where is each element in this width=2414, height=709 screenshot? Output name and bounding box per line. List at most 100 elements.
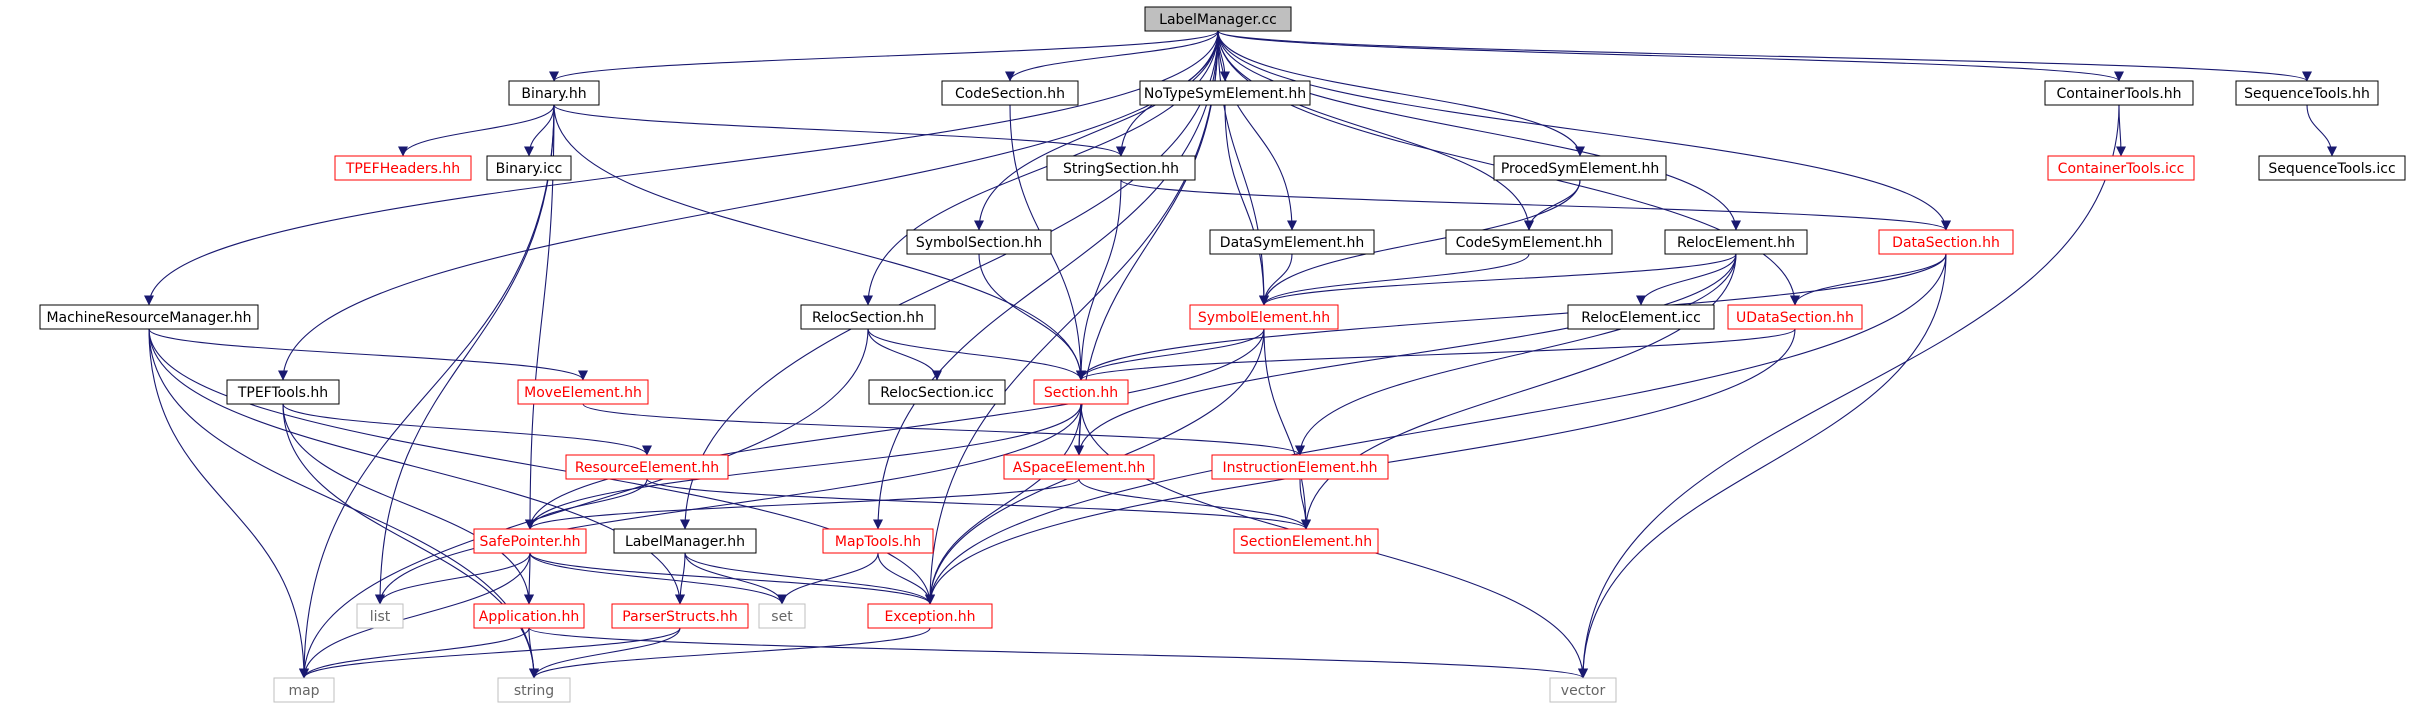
node-symbolelement_hh[interactable]: SymbolElement.hh (1189, 304, 1339, 330)
edge-binary_hh-to-section_hh (553, 104, 1086, 381)
node-label: MachineResourceManager.hh (46, 310, 251, 326)
edge-binary_hh-to-binary_icc (524, 104, 555, 157)
node-stringsection_hh[interactable]: StringSection.hh (1046, 155, 1196, 181)
node-label: RelocSection.hh (812, 310, 924, 326)
edge-labelmanager_hh-to-parserstructs_hh (675, 552, 686, 605)
node-list: list (356, 603, 404, 629)
node-box (1549, 677, 1617, 703)
node-label: ResourceElement.hh (575, 460, 719, 476)
node-labelmanager_cc[interactable]: LabelManager.cc (1144, 6, 1292, 32)
node-label: ASpaceElement.hh (1013, 460, 1145, 476)
node-symbolsection_hh[interactable]: SymbolSection.hh (906, 229, 1052, 255)
node-moveelement_hh[interactable]: MoveElement.hh (517, 379, 649, 405)
edge-labelmanager_hh-to-set (684, 552, 787, 605)
node-tpefheaders_hh[interactable]: TPEFHeaders.hh (334, 155, 472, 181)
edge-labelmanager_hh-to-exception_hh (684, 552, 935, 605)
node-vector: vector (1549, 677, 1617, 703)
edge-binary_hh-to-tpefheaders_hh (398, 104, 555, 157)
node-box (1445, 229, 1613, 255)
node-label: MapTools.hh (835, 534, 921, 550)
node-mrm_hh[interactable]: MachineResourceManager.hh (39, 304, 259, 330)
edge-symbolelement_hh-to-safepointer_hh (525, 328, 1265, 530)
node-relocsection_hh[interactable]: RelocSection.hh (800, 304, 936, 330)
edge-mrm_hh-to-map (148, 328, 309, 679)
node-label: set (771, 609, 793, 625)
node-instructionelement_hh[interactable]: InstructionElement.hh (1211, 454, 1389, 480)
edge-relocsection_hh-to-relocsection_icc (867, 328, 942, 381)
node-codesym_hh[interactable]: CodeSymElement.hh (1445, 229, 1613, 255)
node-aspaceelement_hh[interactable]: ASpaceElement.hh (1003, 454, 1155, 480)
node-box (356, 603, 404, 629)
node-label: map (288, 683, 319, 699)
edge-labelmanager_cc-to-binary_hh (549, 30, 1219, 82)
node-containertools_hh[interactable]: ContainerTools.hh (2044, 80, 2194, 106)
node-label: SectionElement.hh (1240, 534, 1372, 550)
node-section_hh[interactable]: Section.hh (1033, 379, 1129, 405)
edge-maptools_hh-to-exception_hh (877, 552, 935, 605)
edge-labelmanager_cc-to-exception_hh (925, 30, 1219, 605)
edge-containertools_hh-to-vector (1578, 104, 2120, 679)
edge-symbolelement_hh-to-section_hh (1076, 328, 1265, 381)
node-label: SymbolSection.hh (916, 235, 1042, 251)
node-box (906, 229, 1052, 255)
node-parserstructs_hh[interactable]: ParserStructs.hh (611, 603, 749, 629)
node-box (1209, 229, 1375, 255)
edge-maptools_hh-to-set (777, 552, 879, 605)
edge-tpeftools_hh-to-application_hh (282, 403, 534, 605)
node-box (273, 677, 335, 703)
edge-moveelement_hh-to-instructionelement_hh (582, 403, 1305, 456)
node-box (1567, 304, 1715, 330)
node-udatasection_hh[interactable]: UDataSection.hh (1727, 304, 1863, 330)
node-containertools_icc[interactable]: ContainerTools.icc (2047, 155, 2195, 181)
node-label: ParserStructs.hh (622, 609, 738, 625)
node-labelmanager_hh[interactable]: LabelManager.hh (613, 528, 757, 554)
edge-labelmanager_cc-to-relocelement_hh (1217, 30, 1741, 231)
node-datasection_hh[interactable]: DataSection.hh (1878, 229, 2014, 255)
node-box (800, 304, 936, 330)
node-sectionelement_hh[interactable]: SectionElement.hh (1233, 528, 1379, 554)
node-safepointer_hh[interactable]: SafePointer.hh (473, 528, 587, 554)
edge-relocsection_hh-to-section_hh (867, 328, 1086, 381)
node-binary_icc[interactable]: Binary.icc (486, 155, 572, 181)
node-datasym_hh[interactable]: DataSymElement.hh (1209, 229, 1375, 255)
node-binary_hh[interactable]: Binary.hh (508, 80, 600, 106)
edge-datasection_hh-to-exception_hh (925, 253, 1947, 605)
node-resourceelement_hh[interactable]: ResourceElement.hh (565, 454, 729, 480)
node-tpeftools_hh[interactable]: TPEFTools.hh (226, 379, 340, 405)
node-box (1033, 379, 1129, 405)
node-label: Binary.icc (496, 161, 563, 177)
node-box (508, 80, 600, 106)
edge-labelmanager_cc-to-codesection_hh (1005, 30, 1219, 82)
node-sequencetools_hh[interactable]: SequenceTools.hh (2235, 80, 2379, 106)
node-box (1046, 155, 1196, 181)
node-label: Exception.hh (884, 609, 975, 625)
node-sequencetools_icc[interactable]: SequenceTools.icc (2258, 155, 2406, 181)
node-label: ContainerTools.hh (2056, 86, 2181, 102)
node-string: string (497, 677, 571, 703)
node-application_hh[interactable]: Application.hh (473, 603, 585, 629)
edge-parserstructs_hh-to-string (529, 627, 681, 679)
node-exception_hh[interactable]: Exception.hh (867, 603, 993, 629)
node-relocelement_hh[interactable]: RelocElement.hh (1664, 229, 1808, 255)
node-map: map (273, 677, 335, 703)
node-label: TPEFTools.hh (237, 385, 328, 401)
edge-section_hh-to-exception_hh (925, 403, 1082, 605)
edge-relocelement_hh-to-symbolelement_hh (1259, 253, 1737, 306)
node-label: InstructionElement.hh (1222, 460, 1377, 476)
edge-relocelement_hh-to-relocelement_icc (1636, 253, 1737, 306)
node-relocelement_icc[interactable]: RelocElement.icc (1567, 304, 1715, 330)
edge-datasection_hh-to-vector (1578, 253, 1947, 679)
node-notypesym_hh[interactable]: NoTypeSymElement.hh (1139, 80, 1311, 106)
node-maptools_hh[interactable]: MapTools.hh (822, 528, 934, 554)
node-relocsection_icc[interactable]: RelocSection.icc (868, 379, 1006, 405)
node-box (1233, 528, 1379, 554)
node-label: RelocElement.hh (1677, 235, 1795, 251)
edge-datasection_hh-to-udatasection_hh (1790, 253, 1947, 306)
node-box (1664, 229, 1808, 255)
node-label: RelocSection.icc (880, 385, 994, 401)
node-codesection_hh[interactable]: CodeSection.hh (941, 80, 1079, 106)
node-procedsym_hh[interactable]: ProcedSymElement.hh (1493, 155, 1667, 181)
node-box (497, 677, 571, 703)
edge-procedsym_hh-to-symbolelement_hh (1259, 179, 1581, 306)
